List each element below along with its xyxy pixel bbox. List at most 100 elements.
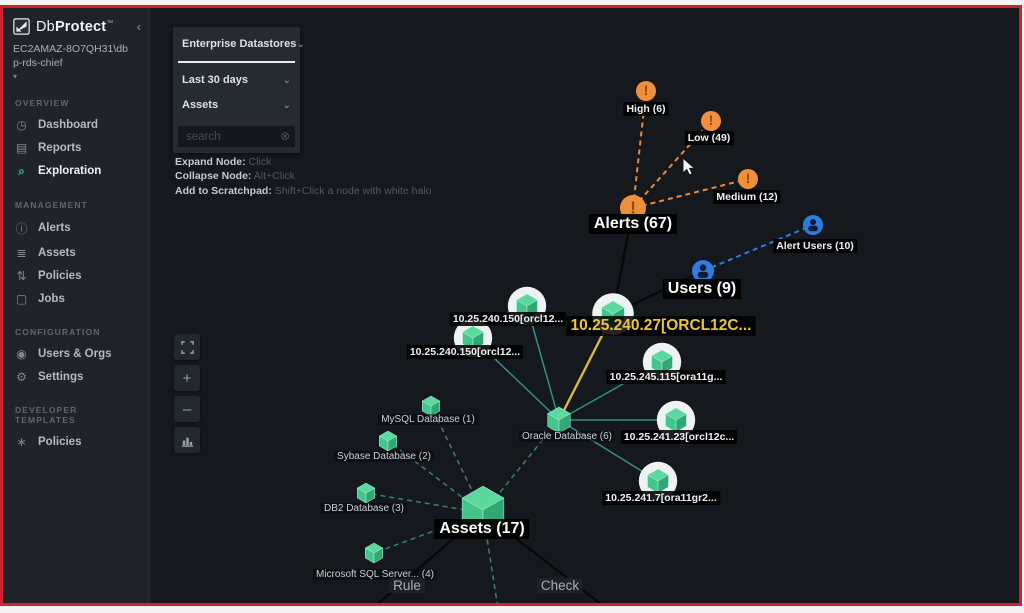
account-dropdown-caret[interactable]: ▾ <box>13 72 18 82</box>
graph-node-alert[interactable]: ! <box>701 111 721 131</box>
sidebar-item-label: Reports <box>38 141 82 154</box>
assets-icon: ≣ <box>16 245 27 260</box>
dev-policies-icon: ∗ <box>16 434 27 449</box>
histogram-button[interactable] <box>174 427 200 453</box>
settings-icon: ⚙ <box>16 369 27 384</box>
exploration-icon: ⌕ <box>18 163 25 178</box>
time-range-dropdown[interactable]: Last 30 days ⌄ <box>173 63 300 97</box>
sidebar-item-label: Users & Orgs <box>38 347 112 360</box>
zoom-out-button[interactable]: – <box>174 396 200 422</box>
svg-text:!: ! <box>709 113 714 128</box>
search-wrap: ⊗ <box>178 126 295 147</box>
jobs-icon: ▢ <box>15 291 28 306</box>
graph-node-cube[interactable] <box>656 400 696 440</box>
node-label: DB2 Database (3) <box>320 503 408 514</box>
users-orgs-icon: ◉ <box>16 346 27 361</box>
zoom-in-button[interactable]: + <box>174 365 200 391</box>
node-label: Sybase Database (2) <box>334 451 434 462</box>
mouse-cursor <box>682 156 696 176</box>
graph-node-cube[interactable] <box>453 318 493 358</box>
sidebar-item-settings[interactable]: ⚙ Settings <box>3 365 151 388</box>
node-label: Medium (12) <box>713 190 781 204</box>
nav-section-header: DEVELOPER TEMPLATES <box>15 405 78 426</box>
logo-row: DbProtect™ ‹ <box>3 8 151 39</box>
graph-node-user[interactable] <box>803 215 823 235</box>
graph-edge <box>482 512 602 603</box>
graph-node-cube[interactable] <box>547 406 571 434</box>
graph-help-text: Expand Node: Click Collapse Node: Alt+Cl… <box>175 155 431 198</box>
sidebar-item-users-orgs[interactable]: ◉ Users & Orgs <box>3 342 151 365</box>
graph-edge <box>632 178 749 209</box>
time-range-label: Last 30 days <box>182 74 249 86</box>
sidebar: DbProtect™ ‹ EC2AMAZ-8O7QH31\dbp-rds-chi… <box>3 8 151 603</box>
sidebar-item-label: Dashboard <box>38 118 99 131</box>
sidebar-collapse-chevron[interactable]: ‹ <box>136 19 141 34</box>
account-name[interactable]: EC2AMAZ-8O7QH31\dbp-rds-chief <box>13 43 128 69</box>
graph-node-cube[interactable] <box>592 293 634 335</box>
graph-node-cube[interactable] <box>638 461 678 501</box>
help-line: Collapse Node: Alt+Click <box>175 170 295 183</box>
sidebar-item-jobs[interactable]: ▢Jobs <box>3 287 151 310</box>
graph-node-alert[interactable]: ! <box>636 81 656 101</box>
sidebar-item-label: Policies <box>38 269 82 282</box>
search-input[interactable] <box>178 126 295 147</box>
app-window: !!!! High (6)Low (49)Medium (12)Alerts (… <box>0 5 1022 606</box>
sidebar-item-exploration[interactable]: ⌕ Exploration <box>3 159 151 183</box>
graph-node-cube[interactable] <box>642 342 682 382</box>
graph-edge <box>632 90 647 209</box>
dashboard-icon: ◷ <box>16 117 27 132</box>
fit-to-screen-button[interactable] <box>174 334 200 360</box>
dbprotect-logo-icon <box>13 18 30 35</box>
graph-node-alert[interactable]: ! <box>738 169 758 189</box>
sidebar-item-reports[interactable]: ▤Reports <box>3 136 151 159</box>
chevron-down-icon: ⌄ <box>296 38 305 50</box>
sidebar-item-label: Exploration <box>38 165 102 178</box>
graph-node-cube[interactable] <box>356 482 376 504</box>
node-label: High (6) <box>623 102 669 116</box>
node-label: Low (49) <box>684 131 734 145</box>
sidebar-item-label: Settings <box>38 370 84 383</box>
sidebar-item-dev-policies[interactable]: ∗Policies <box>3 430 151 453</box>
graph-edge <box>702 224 814 272</box>
sidebar-item-label: Assets <box>38 246 76 259</box>
sidebar-item-policies[interactable]: ⇅Policies <box>3 264 151 287</box>
chevron-down-icon: ⌄ <box>282 74 291 86</box>
graph-node-cube[interactable] <box>421 395 441 417</box>
nav-section-header: CONFIGURATION <box>15 327 101 338</box>
help-line: Expand Node: Click <box>175 156 272 168</box>
svg-text:!: ! <box>746 171 751 186</box>
histogram-icon <box>181 437 193 447</box>
filter-divider <box>178 61 295 63</box>
node-label: Alert Users (10) <box>773 239 857 253</box>
app-title: DbProtect™ <box>36 18 114 35</box>
nav-section-header: OVERVIEW <box>15 98 70 109</box>
sidebar-item-assets[interactable]: ≣ Assets <box>3 241 151 264</box>
graph-toolbar: + – <box>174 334 200 453</box>
node-label: MySQL Database (1) <box>378 414 478 425</box>
node-label: Microsoft SQL Server... (4) <box>313 569 437 580</box>
graph-node-cube[interactable] <box>507 286 547 326</box>
nav-section-header: MANAGEMENT <box>15 200 88 211</box>
graph-node-cube[interactable] <box>364 542 384 564</box>
node-label: Oracle Database (6) <box>518 431 616 442</box>
graph-node-alert[interactable]: ! <box>620 195 646 221</box>
search-clear-icon[interactable]: ⊗ <box>279 129 290 143</box>
sidebar-item-dashboard[interactable]: ◷ Dashboard <box>3 113 151 136</box>
filter-panel: Enterprise Datastores ⌄ Last 30 days ⌄ A… <box>173 27 305 153</box>
graph-node-cube[interactable] <box>461 485 505 535</box>
svg-text:!: ! <box>630 197 636 217</box>
entity-type-label: Assets <box>182 99 219 111</box>
datastore-scope-dropdown[interactable]: Enterprise Datastores ⌄ <box>173 27 305 61</box>
svg-text:!: ! <box>644 83 649 98</box>
graph-node-user[interactable] <box>692 260 714 282</box>
chevron-down-icon: ⌄ <box>282 99 291 111</box>
entity-type-dropdown[interactable]: Assets ⌄ <box>173 97 300 122</box>
graph-node-cube[interactable] <box>378 430 398 452</box>
node-label: Users (9) <box>662 279 742 299</box>
node-label: Check <box>536 578 584 593</box>
datastore-scope-label: Enterprise Datastores <box>182 38 297 50</box>
sidebar-item-label: Alerts <box>38 222 71 235</box>
fit-icon <box>180 340 194 354</box>
